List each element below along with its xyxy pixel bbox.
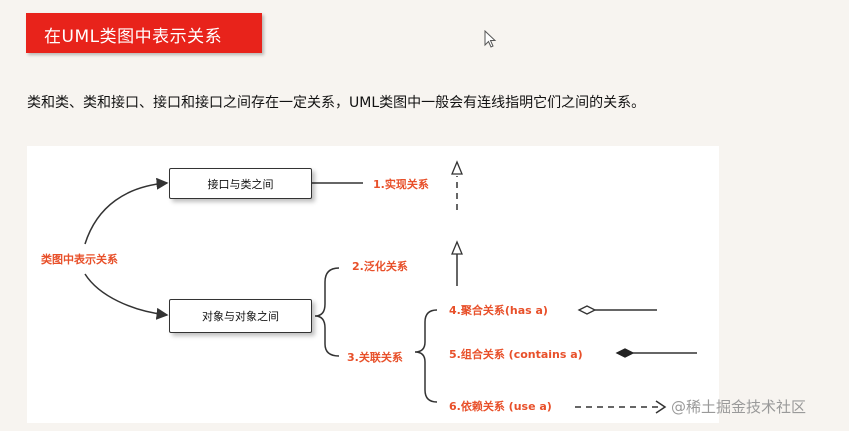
interface-class-box: 接口与类之间	[169, 168, 312, 199]
aggregation-diamond	[577, 305, 597, 315]
relation-label-aggregation: 4.聚合关系(has a)	[449, 304, 548, 317]
relation-label-composition: 5.组合关系 (contains a)	[449, 348, 583, 361]
generalization-arrow-head	[451, 240, 463, 255]
dependency-arrow-head	[655, 400, 667, 414]
slide-title: 在UML类图中表示关系	[44, 27, 223, 47]
relationship-diagram: 类图中表示关系 接口与类之间 对象与对象之间 1.实现关系 2.泛化关系 3.关…	[27, 146, 719, 423]
brace-object-relations	[314, 267, 340, 357]
intro-paragraph: 类和类、类和接口、接口和接口之间存在一定关系，UML类图中一般会有连线指明它们之…	[27, 95, 646, 111]
diagram-connectors	[84, 160, 697, 414]
root-label: 类图中表示关系	[41, 253, 118, 266]
realization-arrow-head	[451, 160, 463, 175]
relation-label-realization: 1.实现关系	[373, 178, 429, 191]
curve-to-object-box	[84, 273, 169, 320]
relation-label-generalization: 2.泛化关系	[352, 260, 408, 273]
relation-label-dependency: 6.依赖关系 (use a)	[449, 400, 552, 413]
object-object-box: 对象与对象之间	[169, 299, 312, 333]
curve-to-interface-box	[84, 177, 169, 245]
brace-association-types	[414, 309, 438, 403]
slide-title-banner: 在UML类图中表示关系	[26, 13, 262, 53]
relation-label-association: 3.关联关系	[347, 351, 403, 364]
watermark: @稀土掘金技术社区	[671, 398, 807, 416]
mouse-cursor-icon	[484, 30, 497, 48]
composition-diamond	[615, 348, 635, 358]
